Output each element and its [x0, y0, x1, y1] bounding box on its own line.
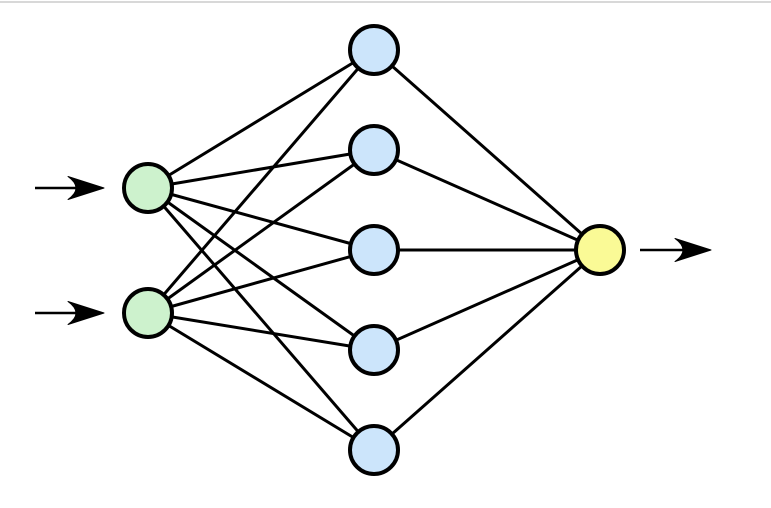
hidden-node-1	[348, 24, 400, 76]
input-node-1	[122, 162, 174, 214]
edge-h4-o1	[373, 248, 601, 352]
output-node-1	[574, 224, 626, 276]
edge-i2-h5	[147, 311, 375, 452]
edge-h5-o1	[373, 248, 601, 452]
hidden-node-3	[348, 224, 400, 276]
hidden-node-4	[348, 324, 400, 376]
edge-i2-h3	[147, 248, 375, 315]
edge-i1-h3	[147, 186, 375, 252]
edge-i1-h1	[147, 48, 375, 190]
input-arrow-1-arrowhead-icon	[67, 176, 105, 200]
input-arrow-2-arrowhead-icon	[67, 301, 105, 325]
edge-i1-h5	[146, 187, 376, 451]
edge-i1-h2	[147, 148, 375, 190]
input-node-2	[122, 287, 174, 339]
edge-i2-h2	[147, 148, 375, 315]
edge-h2-o1	[373, 148, 601, 252]
edge-h1-o1	[373, 48, 601, 252]
output-arrow-1-arrowhead-icon	[674, 238, 712, 262]
hidden-node-2	[348, 124, 400, 176]
edge-i2-h1	[146, 49, 376, 314]
hidden-node-5	[348, 424, 400, 476]
edge-i1-h4	[147, 186, 375, 352]
edge-i2-h4	[147, 311, 375, 352]
top-border-line	[0, 1, 771, 3]
